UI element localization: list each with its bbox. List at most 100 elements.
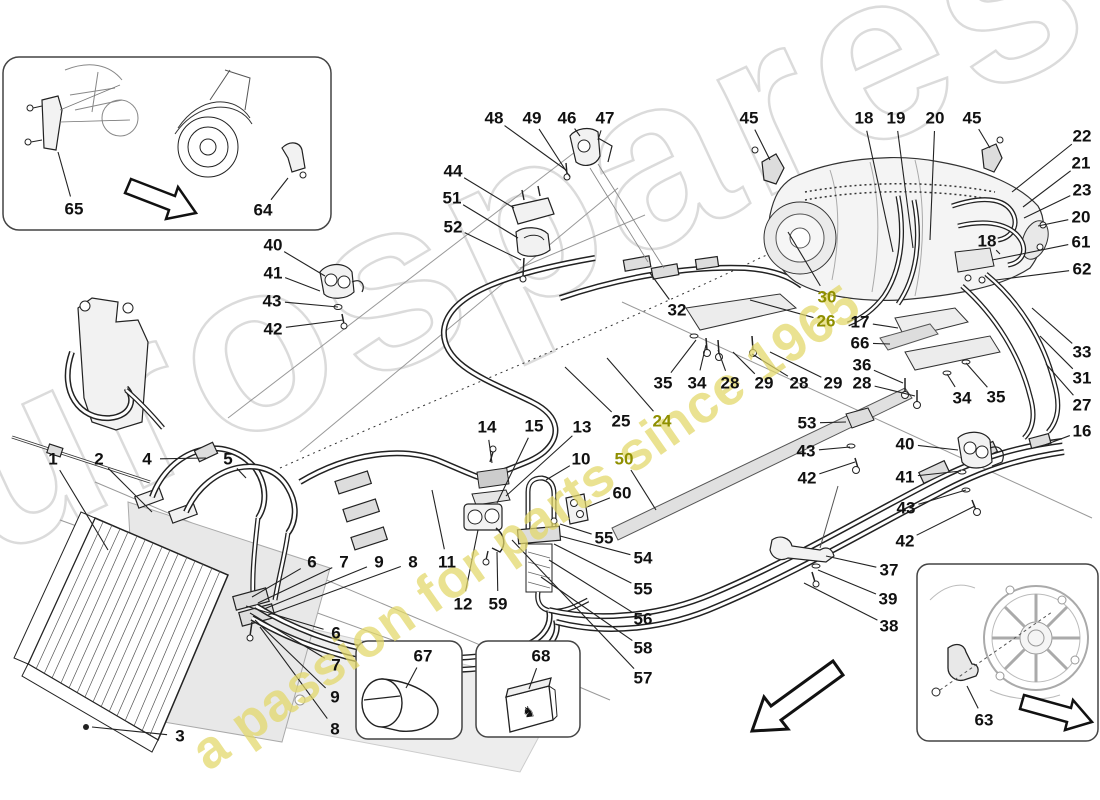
callout-9: 9	[330, 687, 340, 707]
callout-18: 18	[854, 108, 874, 128]
callout-44: 44	[443, 161, 463, 181]
center-valve-cluster	[298, 445, 590, 614]
right-plates	[879, 307, 1001, 409]
callout-62: 62	[1072, 259, 1092, 279]
callout-45: 45	[962, 108, 982, 128]
leader-lines	[57, 125, 1074, 736]
callout-67: 67	[413, 646, 433, 666]
callout-7: 7	[331, 655, 341, 675]
callout-24: 24	[652, 411, 672, 431]
callout-15: 15	[524, 416, 544, 436]
left-rubber-mount	[319, 263, 364, 330]
callout-55: 55	[594, 528, 614, 548]
callout-21: 21	[1071, 153, 1091, 173]
callout-8: 8	[408, 552, 418, 572]
callout-65: 65	[64, 199, 84, 219]
booklet-inset: ♞	[505, 677, 558, 733]
callout-48: 48	[484, 108, 504, 128]
callout-16: 16	[1072, 421, 1092, 441]
callout-23: 23	[1072, 180, 1092, 200]
callout-7: 7	[339, 552, 349, 572]
direction-arrow	[749, 658, 846, 733]
callout-8: 8	[330, 719, 340, 739]
callout-50: 50	[614, 449, 634, 469]
callout-57: 57	[633, 668, 653, 688]
callout-45: 45	[739, 108, 759, 128]
pipe-bundle	[559, 163, 804, 301]
left-mount-bracket	[64, 297, 165, 431]
callout-32: 32	[667, 300, 687, 320]
callout-3: 3	[175, 726, 185, 746]
callout-9: 9	[374, 552, 384, 572]
callout-49: 49	[522, 108, 542, 128]
callout-58: 58	[633, 638, 653, 658]
callout-10: 10	[571, 449, 591, 469]
callout-40: 40	[263, 235, 283, 255]
callout-42: 42	[895, 531, 915, 551]
callout-63: 63	[974, 710, 994, 730]
hose-fittings	[334, 470, 389, 551]
sensor-rod	[11, 435, 151, 484]
center-s-pipe	[440, 255, 596, 475]
callout-4: 4	[142, 449, 152, 469]
callout-13: 13	[572, 417, 592, 437]
callout-33: 33	[1072, 342, 1092, 362]
callout-30: 30	[817, 287, 837, 307]
callout-51: 51	[442, 188, 462, 208]
callout-6: 6	[307, 552, 317, 572]
callout-35: 35	[653, 373, 673, 393]
callout-52: 52	[443, 217, 463, 237]
callout-34: 34	[687, 373, 707, 393]
callout-42: 42	[797, 468, 817, 488]
callout-18: 18	[977, 231, 997, 251]
callout-59: 59	[488, 594, 508, 614]
cooler-hoses	[149, 441, 298, 601]
callout-34: 34	[952, 388, 972, 408]
callout-6: 6	[331, 623, 341, 643]
ferrari-horse-icon: ♞	[521, 702, 537, 722]
callout-40: 40	[895, 434, 915, 454]
callout-55: 55	[633, 579, 653, 599]
callout-64: 64	[253, 200, 273, 220]
callout-41: 41	[263, 263, 283, 283]
heat-shield-strip	[611, 387, 913, 541]
callout-28: 28	[720, 373, 740, 393]
callout-22: 22	[1072, 126, 1092, 146]
callout-29: 29	[754, 373, 774, 393]
callout-28: 28	[789, 373, 809, 393]
callout-56: 56	[633, 609, 653, 629]
callout-25: 25	[611, 411, 631, 431]
callout-19: 19	[886, 108, 906, 128]
fan-inset	[929, 584, 1095, 732]
callout-38: 38	[879, 616, 899, 636]
callout-11: 11	[438, 552, 456, 572]
callout-36: 36	[852, 355, 872, 375]
callout-66: 66	[850, 333, 870, 353]
top-left-inset	[24, 64, 307, 221]
callout-68: 68	[531, 646, 551, 666]
callout-35: 35	[986, 387, 1006, 407]
callout-12: 12	[453, 594, 473, 614]
callout-17: 17	[850, 312, 870, 332]
callout-54: 54	[633, 548, 653, 568]
callout-29: 29	[823, 373, 843, 393]
callout-60: 60	[612, 483, 632, 503]
callout-2: 2	[94, 449, 104, 469]
callout-5: 5	[223, 449, 233, 469]
callout-53: 53	[797, 413, 817, 433]
callout-28: 28	[852, 373, 872, 393]
callout-43: 43	[896, 498, 916, 518]
oil-cooler-radiator	[13, 487, 331, 753]
callout-20: 20	[1071, 207, 1091, 227]
bushing-inset	[361, 678, 439, 732]
callout-47: 47	[595, 108, 615, 128]
callout-43: 43	[796, 441, 816, 461]
callout-14: 14	[477, 417, 497, 437]
callout-39: 39	[878, 589, 898, 609]
callout-31: 31	[1072, 368, 1092, 388]
callout-43: 43	[262, 291, 282, 311]
callout-1: 1	[48, 449, 58, 469]
callout-27: 27	[1072, 395, 1092, 415]
